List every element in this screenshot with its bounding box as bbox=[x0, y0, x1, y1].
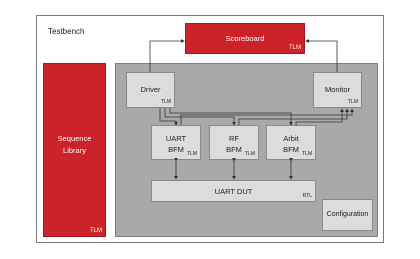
testbench-title: Testbench bbox=[48, 27, 85, 36]
uart-bfm-line2: BFM bbox=[168, 145, 184, 154]
driver-tag: TLM bbox=[161, 99, 171, 105]
uart-dut-block: UART DUT RTL bbox=[151, 180, 316, 202]
rf-bfm-line2: BFM bbox=[226, 145, 242, 154]
driver-bus-3 bbox=[159, 108, 178, 126]
monitor-block: Monitor TLM bbox=[313, 72, 362, 108]
monitor-bus-3 bbox=[295, 108, 344, 125]
arbit-bfm-line2: BFM bbox=[283, 145, 299, 154]
sequence-library-line2: Library bbox=[63, 146, 86, 155]
uart-bfm-tag: TLM bbox=[187, 151, 197, 157]
driver-bus-1 bbox=[169, 108, 293, 126]
uart-dut-tag: RTL bbox=[302, 193, 312, 199]
scoreboard-tag: TLM bbox=[289, 45, 301, 51]
uart-dut-label: UART DUT bbox=[214, 187, 253, 196]
configuration-block: Configuration bbox=[322, 199, 373, 231]
arbit-bfm-line1: Arbit bbox=[283, 134, 299, 143]
configuration-label: Configuration bbox=[326, 211, 369, 218]
arbit-bfm-tag: TLM bbox=[302, 151, 312, 157]
uart-bfm-line1: UART bbox=[165, 134, 187, 143]
sequence-library-line1: Sequence bbox=[57, 134, 92, 143]
driver-bus-2 bbox=[164, 108, 236, 126]
rf-bfm-line1: RF bbox=[229, 134, 239, 143]
monitor-to-scoreboard-connector bbox=[305, 39, 338, 72]
sequence-library-block: Sequence Library TLM bbox=[43, 63, 106, 237]
monitor-bus-1 bbox=[180, 108, 354, 125]
sequence-library-tag: TLM bbox=[90, 228, 102, 234]
monitor-label: Monitor bbox=[324, 85, 350, 94]
scoreboard-label: Scoreboard bbox=[225, 34, 265, 43]
driver-to-scoreboard-connector bbox=[149, 39, 185, 72]
monitor-tag: TLM bbox=[348, 99, 358, 105]
driver-block: Driver TLM bbox=[126, 72, 175, 108]
monitor-bus-2 bbox=[238, 108, 349, 125]
scoreboard-block: Scoreboard TLM bbox=[185, 23, 305, 54]
driver-label: Driver bbox=[140, 85, 161, 94]
rf-bfm-tag: TLM bbox=[245, 151, 255, 157]
arbit-bfm-block: Arbit BFM TLM bbox=[266, 125, 316, 160]
